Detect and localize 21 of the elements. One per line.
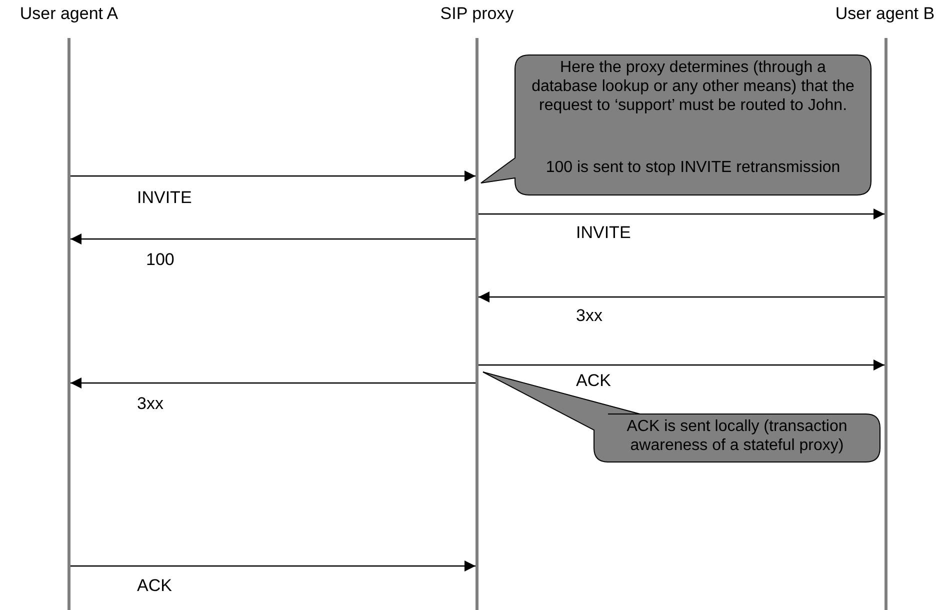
message-label: 3xx [137,394,164,414]
message-label: ACK [137,576,172,596]
message-arrow [70,560,476,572]
message-label: INVITE [137,188,192,208]
lifeline-label: User agent B [834,4,936,24]
message-arrow [70,378,476,388]
message-arrow [70,234,476,244]
message-label: 3xx [576,306,602,326]
lifeline-label: SIP proxy [439,4,515,24]
message-label: ACK [576,371,611,391]
message-arrow [478,292,884,302]
callout-text: ACK is sent locally (transaction awareness of a stateful proxy) [626,417,848,455]
message-arrow [70,170,476,182]
callout-text: Here the proxy determines (through a database lookup or any other means) that the request to ‘support’ must be routed to John. [530,58,856,115]
message-label: INVITE [576,223,631,243]
message-arrow [478,360,884,370]
lifeline-label: User agent A [18,4,120,24]
callout-balloon [478,52,872,198]
callout-text: 100 is sent to stop INVITE retransmission [544,158,842,177]
message-label: 100 [146,250,174,270]
message-arrow [478,208,884,220]
